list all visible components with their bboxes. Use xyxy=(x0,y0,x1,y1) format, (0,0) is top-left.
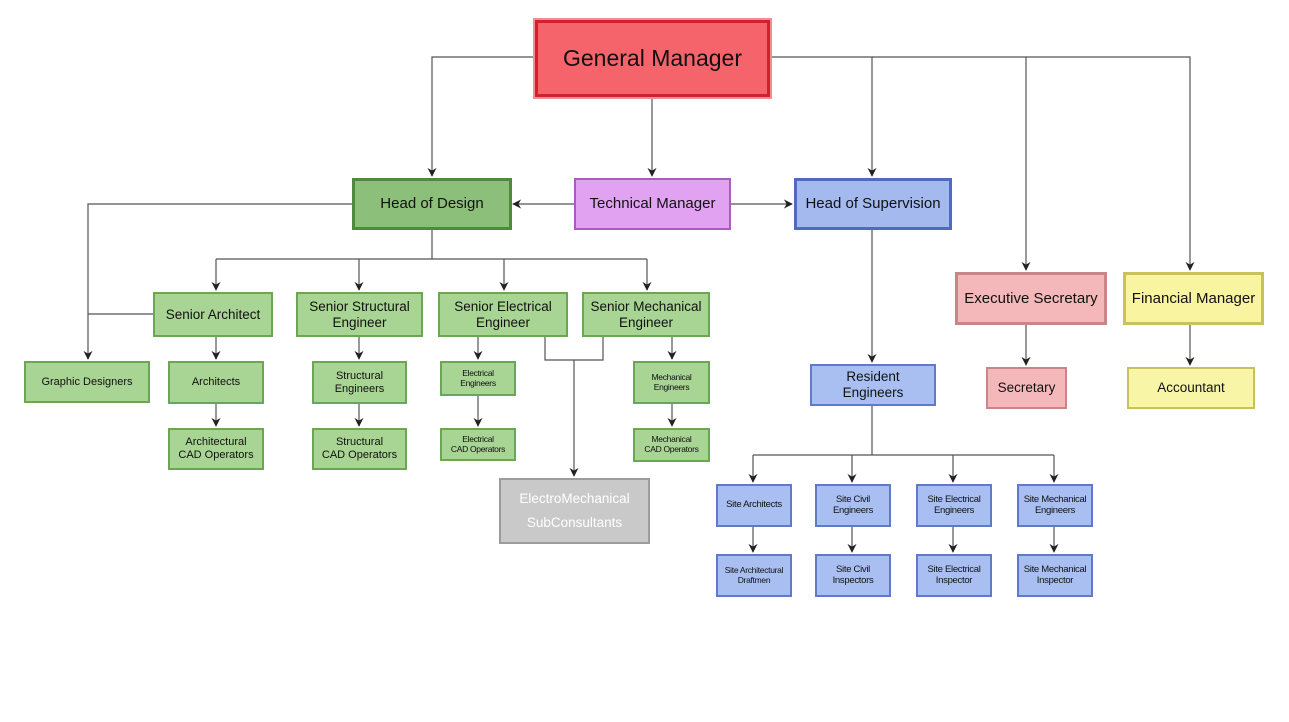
node-general-manager: General Manager xyxy=(535,20,770,97)
node-site-mechanical-inspector: Site Mechanical Inspector xyxy=(1017,554,1093,597)
node-structural-engineers: Structural Engineers xyxy=(312,361,407,404)
node-electrical-engineers: Electrical Engineers xyxy=(440,361,516,396)
node-site-architects-label: Site Architects xyxy=(726,499,782,511)
node-accountant-label: Accountant xyxy=(1157,380,1225,396)
node-executive-secretary: Executive Secretary xyxy=(955,272,1107,325)
node-senior-structural-engineer-label: Senior Structural Engineer xyxy=(309,298,410,330)
connector-gm-to-head-of-supervision xyxy=(770,56,877,177)
node-executive-secretary-label: Executive Secretary xyxy=(964,289,1098,307)
node-technical-manager: Technical Manager xyxy=(574,178,731,230)
node-site-architectural-draftmen-label: Site Architectural Draftmen xyxy=(724,564,784,585)
connector-gm-to-executive-secretary xyxy=(872,56,1031,271)
node-site-civil-inspectors-label: Site Civil Inspectors xyxy=(832,563,874,586)
node-structural-cad-operators: Structural CAD Operators xyxy=(312,428,407,470)
node-architects: Architects xyxy=(168,361,264,404)
node-site-architects: Site Architects xyxy=(716,484,792,527)
node-head-of-design-label: Head of Design xyxy=(380,195,484,213)
node-site-electrical-engineers: Site Electrical Engineers xyxy=(916,484,992,527)
node-site-mechanical-inspector-label: Site Mechanical Inspector xyxy=(1023,563,1087,586)
node-electrical-cad-operators-label: Electrical CAD Operators xyxy=(450,433,506,454)
node-site-architectural-draftmen: Site Architectural Draftmen xyxy=(716,554,792,597)
node-electromechanical-subconsultants: ElectroMechanical SubConsultants xyxy=(499,478,650,544)
connector-hod-to-senior-bus xyxy=(216,230,647,260)
node-mechanical-cad-operators-label: Mechanical CAD Operators xyxy=(644,434,699,454)
node-site-electrical-inspector: Site Electrical Inspector xyxy=(916,554,992,597)
node-architectural-cad-operators: Architectural CAD Operators xyxy=(168,428,264,470)
node-resident-engineers-label: Resident Engineers xyxy=(842,369,904,400)
node-site-electrical-inspector-label: Site Electrical Inspector xyxy=(927,563,981,586)
node-site-civil-engineers-label: Site Civil Engineers xyxy=(832,493,874,516)
node-head-of-supervision: Head of Supervision xyxy=(794,178,952,230)
node-electromechanical-subconsultants-label: ElectroMechanical SubConsultants xyxy=(519,491,630,530)
node-site-civil-inspectors: Site Civil Inspectors xyxy=(815,554,891,597)
node-graphic-designers: Graphic Designers xyxy=(24,361,150,403)
node-mechanical-cad-operators: Mechanical CAD Operators xyxy=(633,428,710,462)
node-secretary: Secretary xyxy=(986,367,1067,409)
node-senior-mechanical-engineer: Senior Mechanical Engineer xyxy=(582,292,710,337)
node-senior-architect: Senior Architect xyxy=(153,292,273,337)
node-senior-mechanical-engineer-label: Senior Mechanical Engineer xyxy=(590,298,702,330)
node-graphic-designers-label: Graphic Designers xyxy=(41,375,133,388)
node-senior-structural-engineer: Senior Structural Engineer xyxy=(296,292,423,337)
node-architects-label: Architects xyxy=(191,376,241,389)
node-resident-engineers: Resident Engineers xyxy=(810,364,936,406)
connector-resident-to-site-bus xyxy=(753,406,1054,456)
node-structural-cad-operators-label: Structural CAD Operators xyxy=(321,436,398,461)
node-senior-electrical-engineer-label: Senior Electrical Engineer xyxy=(454,298,552,330)
node-architectural-cad-operators-label: Architectural CAD Operators xyxy=(178,436,254,461)
node-technical-manager-label: Technical Manager xyxy=(589,195,716,213)
node-electrical-cad-operators: Electrical CAD Operators xyxy=(440,428,516,461)
node-site-mechanical-engineers: Site Mechanical Engineers xyxy=(1017,484,1093,527)
node-electrical-engineers-label: Electrical Engineers xyxy=(460,367,496,388)
node-site-civil-engineers: Site Civil Engineers xyxy=(815,484,891,527)
node-senior-electrical-engineer: Senior Electrical Engineer xyxy=(438,292,568,337)
node-site-electrical-engineers-label: Site Electrical Engineers xyxy=(927,493,981,516)
node-senior-architect-label: Senior Architect xyxy=(165,306,261,322)
node-head-of-supervision-label: Head of Supervision xyxy=(805,195,941,213)
node-structural-engineers-label: Structural Engineers xyxy=(334,369,385,395)
node-mechanical-engineers-label: Mechanical Engineers xyxy=(651,371,692,392)
node-financial-manager-label: Financial Manager xyxy=(1131,289,1256,307)
node-mechanical-engineers: Mechanical Engineers xyxy=(633,361,710,404)
connector-seniors-to-subconsultants xyxy=(544,337,604,476)
connector-gm-to-financial-manager xyxy=(1026,56,1195,271)
node-financial-manager: Financial Manager xyxy=(1123,272,1264,325)
node-secretary-label: Secretary xyxy=(997,380,1056,396)
connector-hod-to-graphic-designers xyxy=(83,203,352,360)
node-site-mechanical-engineers-label: Site Mechanical Engineers xyxy=(1023,493,1087,516)
connector-gm-to-head-of-design xyxy=(427,56,535,177)
node-accountant: Accountant xyxy=(1127,367,1255,409)
node-general-manager-label: General Manager xyxy=(563,45,742,72)
node-head-of-design: Head of Design xyxy=(352,178,512,230)
